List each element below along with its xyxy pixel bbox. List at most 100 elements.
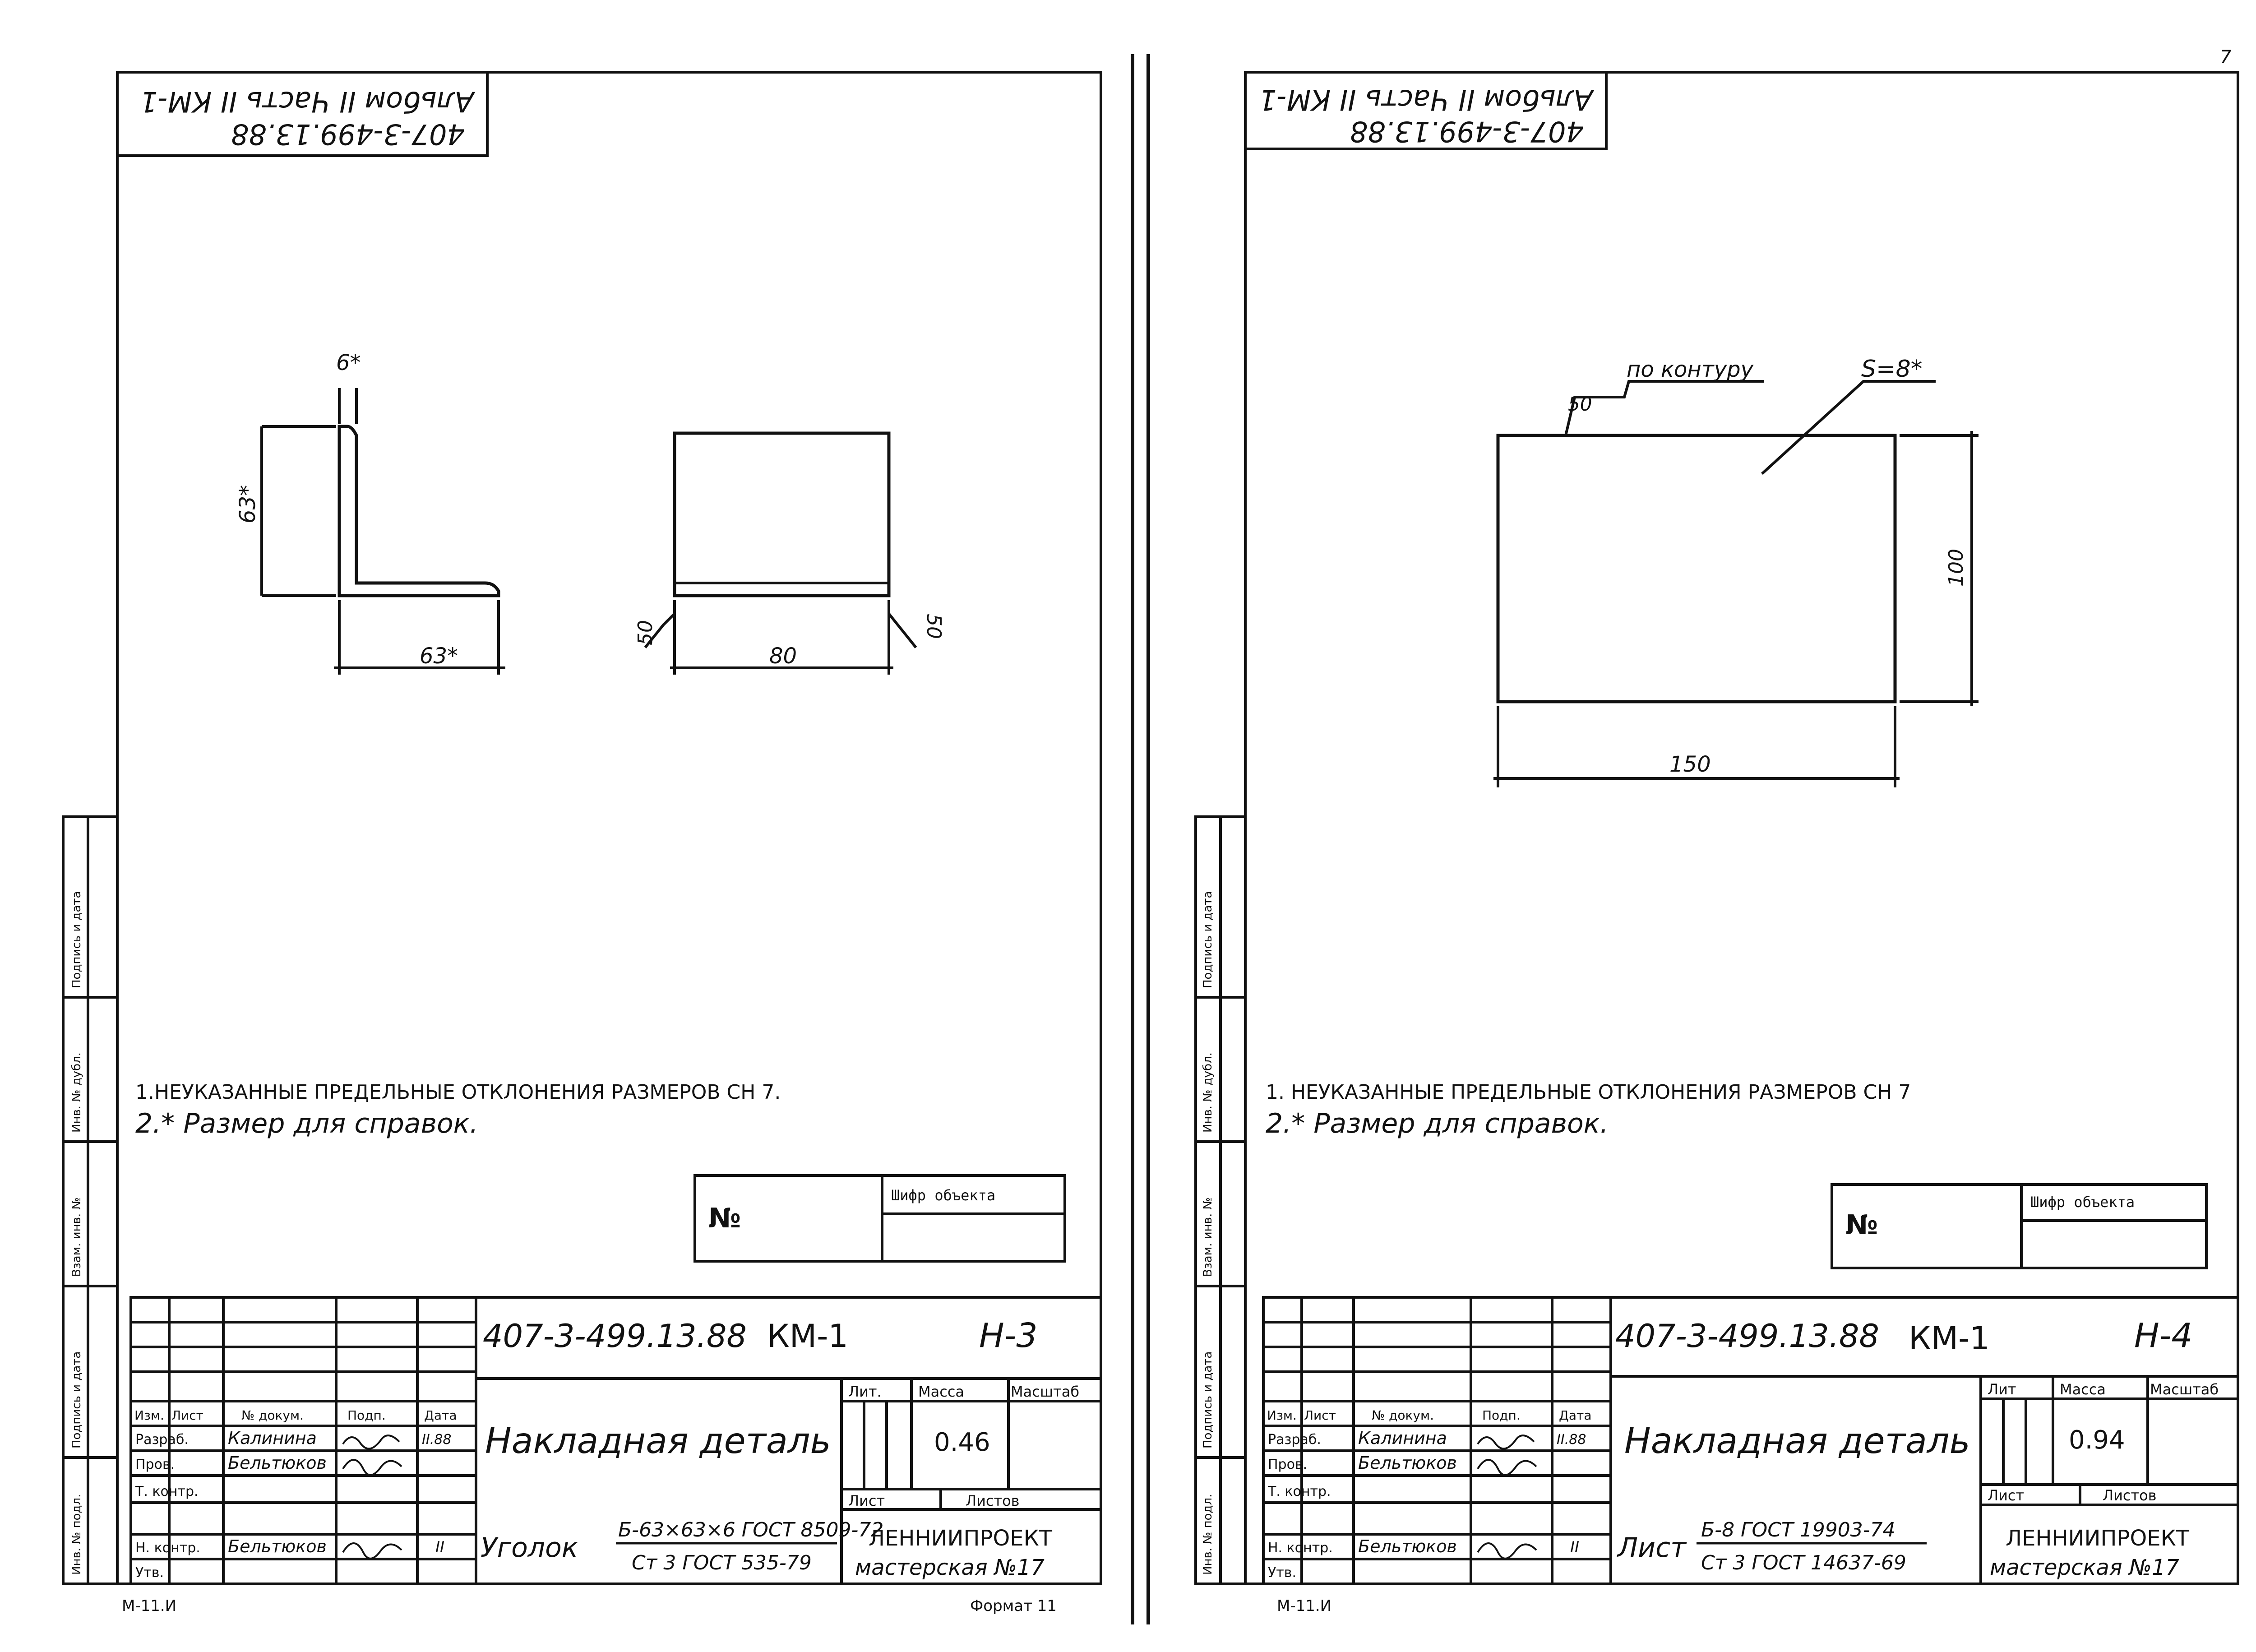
side-stamp-label: Инв. № подл. (1201, 1494, 1215, 1575)
name-developer: Калинина (1358, 1428, 1447, 1448)
side-stamp-label: Взам. инв. № (1201, 1197, 1215, 1277)
drawing-name: Накладная деталь (1624, 1421, 1970, 1462)
head-list: Лист (171, 1408, 203, 1423)
side-stamp-label: Взам. инв. № (70, 1197, 83, 1277)
role-approver: Утв. (1268, 1565, 1296, 1581)
role-checker: Пров. (135, 1457, 175, 1472)
plate-thickness: S=8* (1861, 356, 1923, 383)
name-norm-control: Бельтюков (228, 1536, 327, 1556)
material-line1: Б-63×63×6 ГОСТ 8509-72 (618, 1518, 883, 1541)
dim-angle-width: 63* (420, 643, 458, 669)
doc-code: 407-3-499.13.88 (1615, 1318, 1879, 1355)
name-norm-control: Бельтюков (1358, 1536, 1457, 1556)
head-izm: Изм. (1267, 1408, 1297, 1423)
album-stamp-line1: Альбом II Часть II КМ-1 (1259, 83, 1595, 116)
col-lit: Лит (1988, 1381, 2016, 1398)
side-stamp-label: Подпись и дата (70, 1351, 83, 1448)
signature (342, 1542, 402, 1559)
col-scale: Масштаб (1011, 1383, 1079, 1400)
head-doc: № докум. (1372, 1408, 1434, 1423)
side-stamp-label: Подпись и дата (1201, 1351, 1215, 1448)
dim-height: 100 (1945, 549, 1968, 587)
role-tech-control: Т. контр. (1267, 1484, 1331, 1499)
org-name: ЛЕННИИПРОЕКТ (869, 1526, 1053, 1551)
role-developer: Разраб. (135, 1432, 189, 1448)
side-stamp-label: Инв. № дубл. (70, 1052, 83, 1133)
doc-part: КМ-1 (1909, 1320, 1990, 1357)
page-number: 7 (2220, 47, 2232, 68)
signature (1477, 1542, 1537, 1559)
role-norm-control: Н. контр. (1268, 1540, 1333, 1556)
head-date: Дата (424, 1408, 457, 1423)
date-norm-control: II (435, 1538, 444, 1556)
role-tech-control: Т. контр. (135, 1484, 199, 1499)
role-checker: Пров. (1268, 1457, 1307, 1472)
name-developer: Калинина (228, 1428, 317, 1448)
date-developer: II.88 (422, 1432, 451, 1448)
role-developer: Разраб. (1268, 1432, 1321, 1448)
head-date: Дата (1559, 1408, 1592, 1423)
org-workshop: мастерская №17 (1990, 1555, 2179, 1580)
doc-part: КМ-1 (767, 1318, 848, 1355)
sheet-id: Н-3 (979, 1316, 1037, 1355)
col-sheet: Лист (848, 1492, 885, 1509)
album-stamp-line2: 407-3-499.13.88 (231, 118, 465, 151)
album-stamp-line1: Альбом II Часть II КМ-1 (140, 85, 476, 118)
mass-value: 0.46 (934, 1428, 990, 1457)
col-mass: Масса (2060, 1381, 2106, 1398)
drawing-name: Накладная деталь (485, 1421, 831, 1462)
note-2: 2.* Размер для справок. (1266, 1108, 1609, 1139)
org-workshop: мастерская №17 (855, 1555, 1045, 1580)
material-line2: Ст 3 ГОСТ 14637-69 (1701, 1551, 1906, 1574)
col-sheets: Листов (966, 1492, 1020, 1509)
side-stamp-label: Подпись и дата (1201, 891, 1215, 988)
col-sheet: Лист (1988, 1487, 2024, 1504)
side-stamp: Инв. № подл. Подпись и дата Взам. инв. №… (1201, 891, 1215, 1575)
date-developer: II.88 (1557, 1432, 1586, 1448)
head-sign: Подп. (1482, 1408, 1521, 1423)
head-list: Лист (1304, 1408, 1336, 1423)
col-mass: Масса (918, 1383, 964, 1400)
object-cipher-label: Шифр объекта (891, 1187, 995, 1204)
sheet-id: Н-4 (2134, 1316, 2192, 1355)
material-line1: Б-8 ГОСТ 19903-74 (1701, 1518, 1895, 1541)
org-name: ЛЕННИИПРОЕКТ (2006, 1526, 2190, 1551)
dim-angle-height: 63* (235, 485, 260, 523)
side-stamp: Инв. № подл. Подпись и дата Взам. инв. №… (70, 891, 83, 1575)
date-norm-control: II (1570, 1538, 1579, 1556)
role-norm-control: Н. контр. (135, 1540, 200, 1556)
role-approver: Утв. (135, 1565, 164, 1581)
signature (342, 1435, 400, 1450)
sheet-right: Альбом II Часть II КМ-1 407-3-499.13.88 … (1194, 71, 2239, 1615)
note-1: 1.НЕУКАЗАННЫЕ ПРЕДЕЛЬНЫЕ ОТКЛОНЕНИЯ РАЗМ… (135, 1081, 781, 1104)
dim-width: 150 (1669, 752, 1711, 777)
col-scale: Масштаб (2150, 1381, 2219, 1398)
weld-note: по контуру (1627, 357, 1754, 382)
material-line2: Ст 3 ГОСТ 535-79 (632, 1551, 812, 1574)
note-1: 1. НЕУКАЗАННЫЕ ПРЕДЕЛЬНЫЕ ОТКЛОНЕНИЯ РАЗ… (1266, 1081, 1911, 1104)
material-prefix: Уголок (481, 1532, 578, 1564)
dim-weld-left: 50 (634, 620, 657, 645)
album-stamp-line2: 407-3-499.13.88 (1350, 115, 1584, 148)
dim-weld-right: 50 (922, 614, 945, 639)
material-prefix: Лист (1617, 1532, 1687, 1564)
object-cipher-label: Шифр объекта (2030, 1194, 2135, 1211)
doc-code: 407-3-499.13.88 (483, 1318, 747, 1355)
name-checker: Бельтюков (228, 1453, 327, 1473)
side-stamp-label: Инв. № подл. (70, 1494, 83, 1575)
side-stamp-label: Подпись и дата (70, 891, 83, 988)
object-no-label: № (708, 1203, 741, 1234)
head-doc: № докум. (241, 1408, 304, 1423)
signature (1477, 1459, 1537, 1476)
signature (1477, 1435, 1535, 1450)
signature (342, 1459, 402, 1476)
sheet-left: Альбом II Часть II КМ-1 407-3-499.13.88 … (62, 71, 1102, 1615)
dim-angle-thickness: 6* (336, 350, 361, 375)
object-no-label: № (1845, 1209, 1878, 1241)
mass-value: 0.94 (2069, 1425, 2125, 1455)
footer-left: М-11.И (122, 1597, 176, 1615)
name-checker: Бельтюков (1358, 1453, 1457, 1473)
side-stamp-label: Инв. № дубл. (1201, 1052, 1215, 1133)
footer-format: Формат 11 (970, 1597, 1057, 1615)
